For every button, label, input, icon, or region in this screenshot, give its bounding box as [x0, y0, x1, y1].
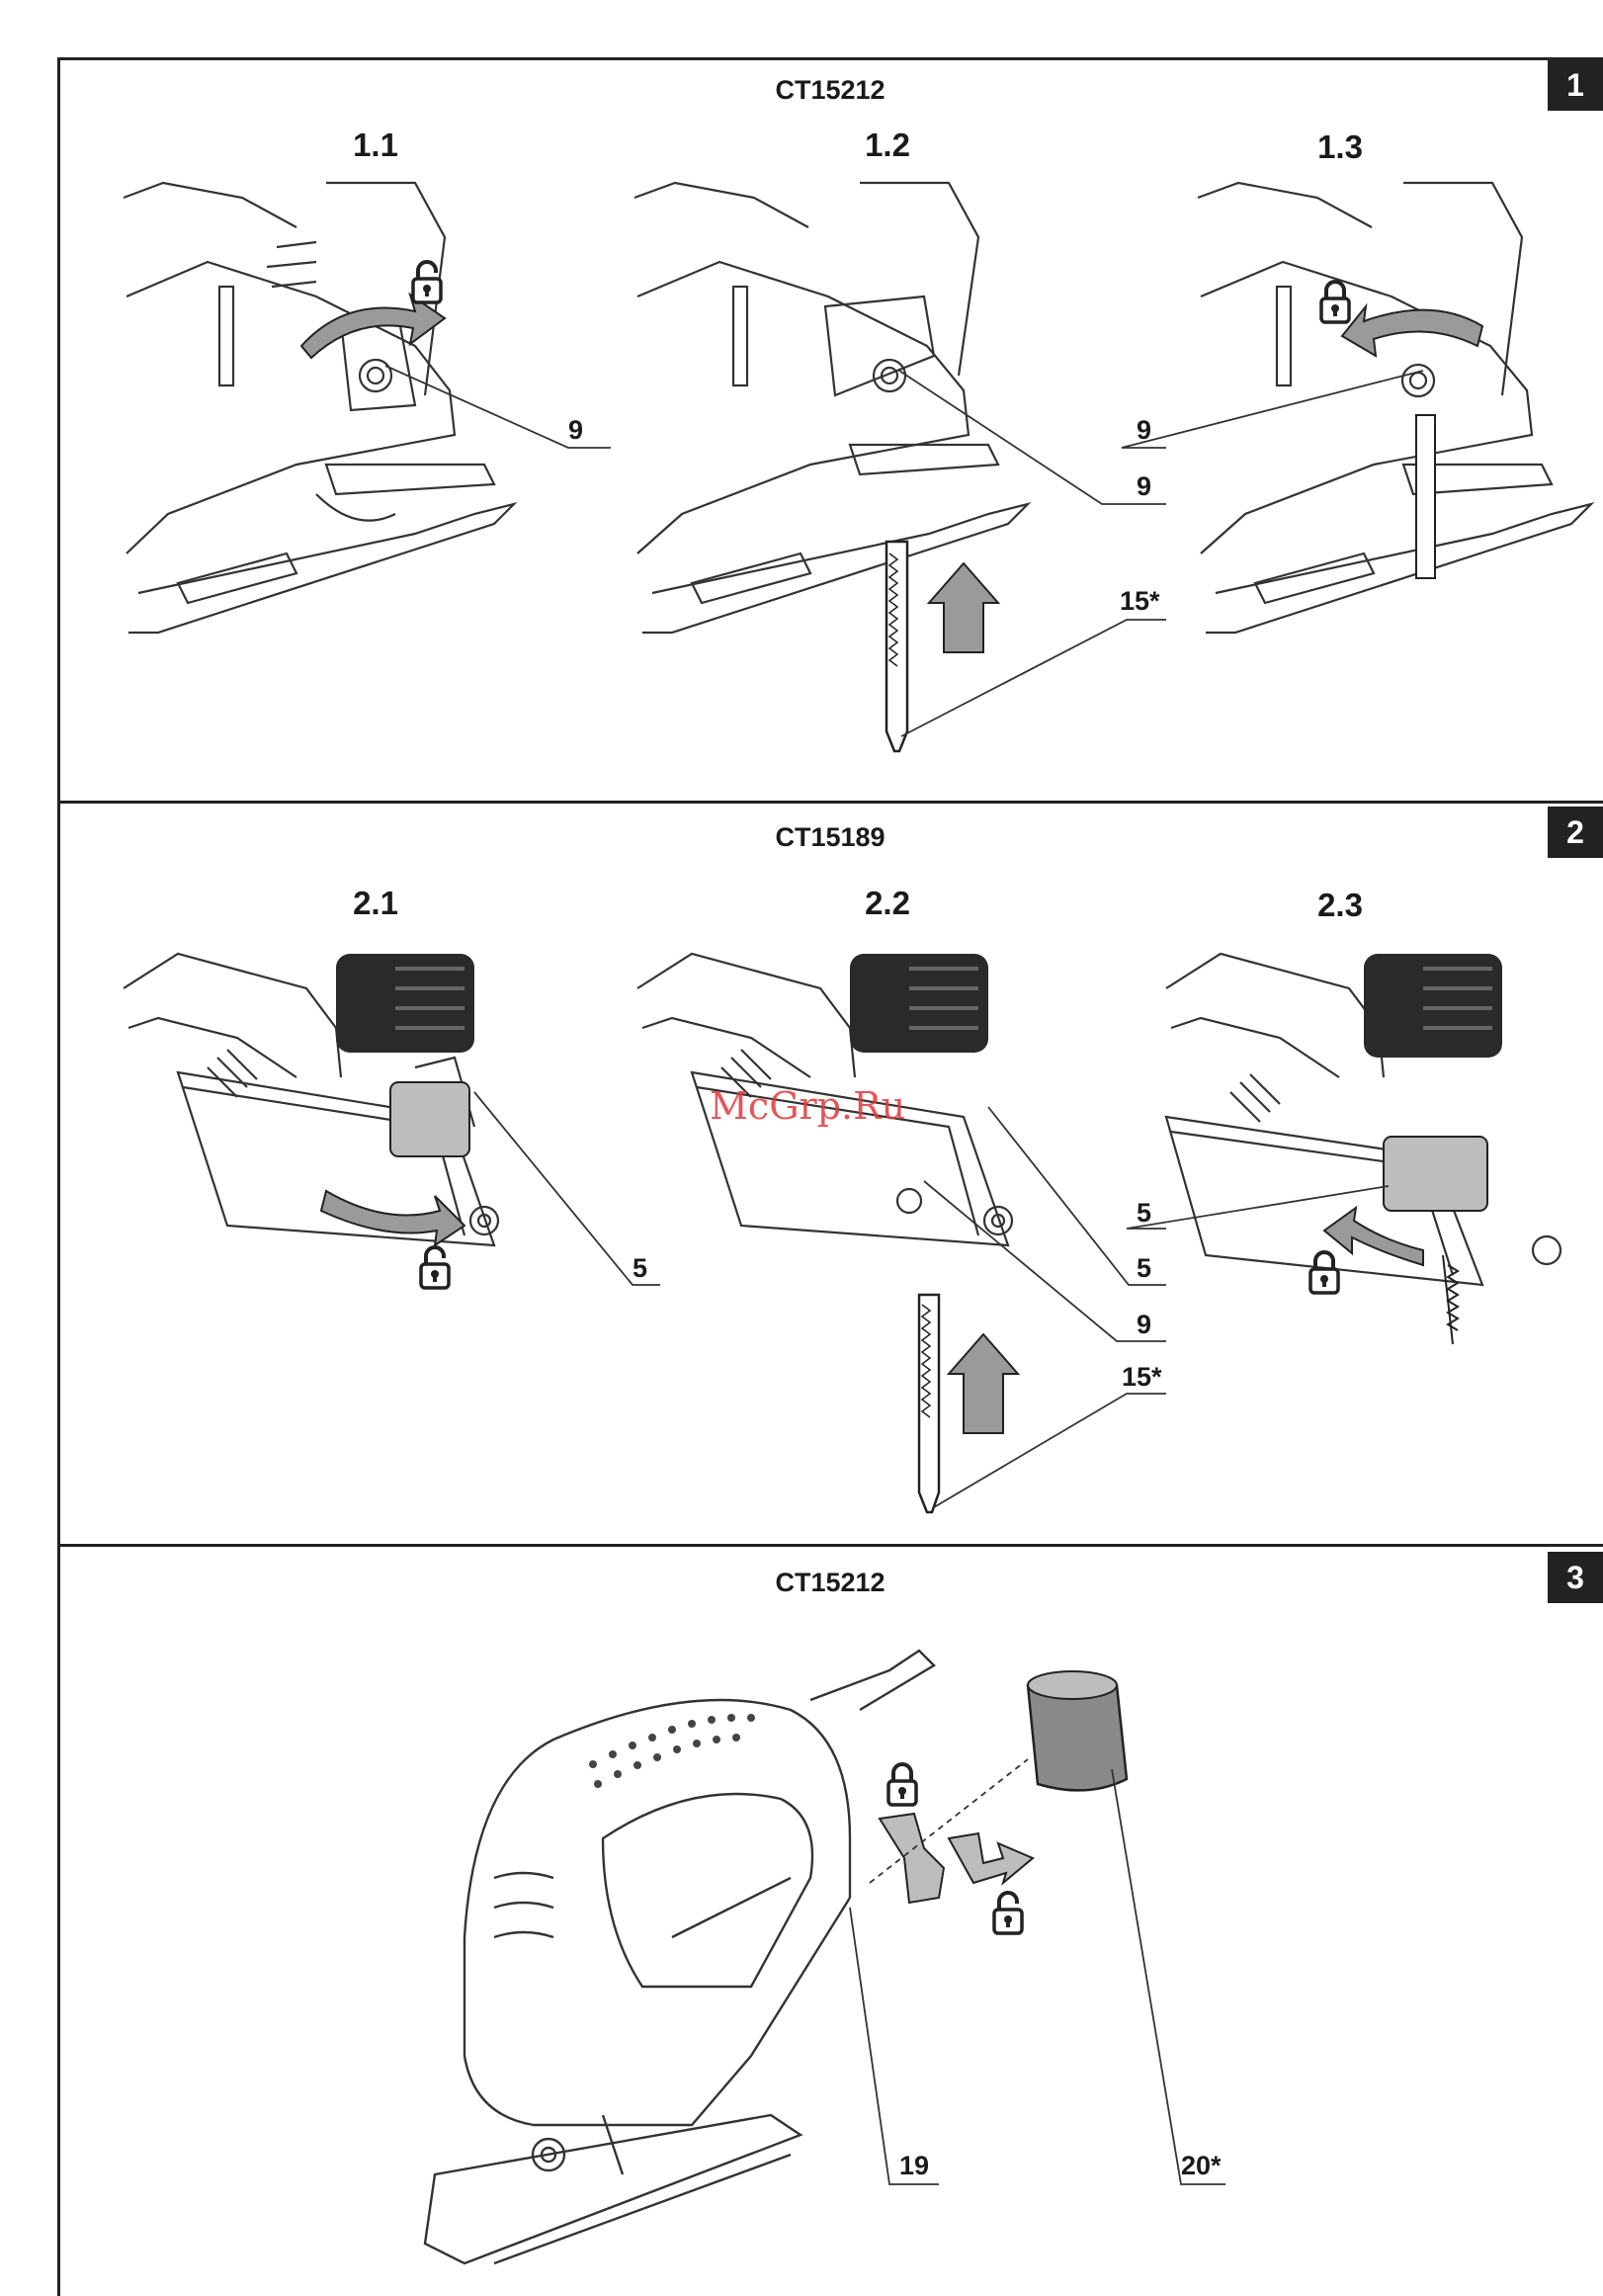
saw-blade-icon [919, 1295, 939, 1512]
panel-1-2-sketch [634, 183, 1028, 633]
callout-9: 9 [568, 415, 583, 446]
up-arrow-icon [929, 563, 998, 652]
callout-5: 5 [1137, 1253, 1151, 1284]
unlock-icon [413, 262, 441, 302]
callout-9: 9 [1137, 415, 1151, 446]
callout-20: 20* [1181, 2151, 1222, 2181]
rotate-arrow-icon [949, 1833, 1033, 1883]
up-arrow-icon [949, 1334, 1018, 1433]
callout-5: 5 [1137, 1198, 1151, 1229]
panel-1-1-sketch [124, 183, 514, 633]
lock-icon [1310, 1252, 1338, 1293]
watermark: McGrp.Ru [710, 1084, 905, 1128]
callout-5: 5 [633, 1253, 647, 1284]
callout-9: 9 [1137, 471, 1151, 502]
callout-15: 15* [1122, 1362, 1162, 1393]
rotate-arrow-icon [880, 1814, 944, 1903]
lock-icon [1321, 282, 1349, 322]
callout-19: 19 [899, 2151, 929, 2181]
unlock-icon [994, 1893, 1022, 1933]
rotate-arrow-icon [1342, 306, 1482, 356]
panel-1-3-sketch [1198, 183, 1591, 633]
lock-icon [888, 1764, 916, 1805]
callout-15: 15* [1120, 586, 1160, 617]
callout-9: 9 [1137, 1310, 1151, 1340]
rotate-arrow-icon [1324, 1208, 1423, 1265]
unlock-icon [421, 1247, 449, 1288]
saw-blade-icon [886, 542, 907, 751]
